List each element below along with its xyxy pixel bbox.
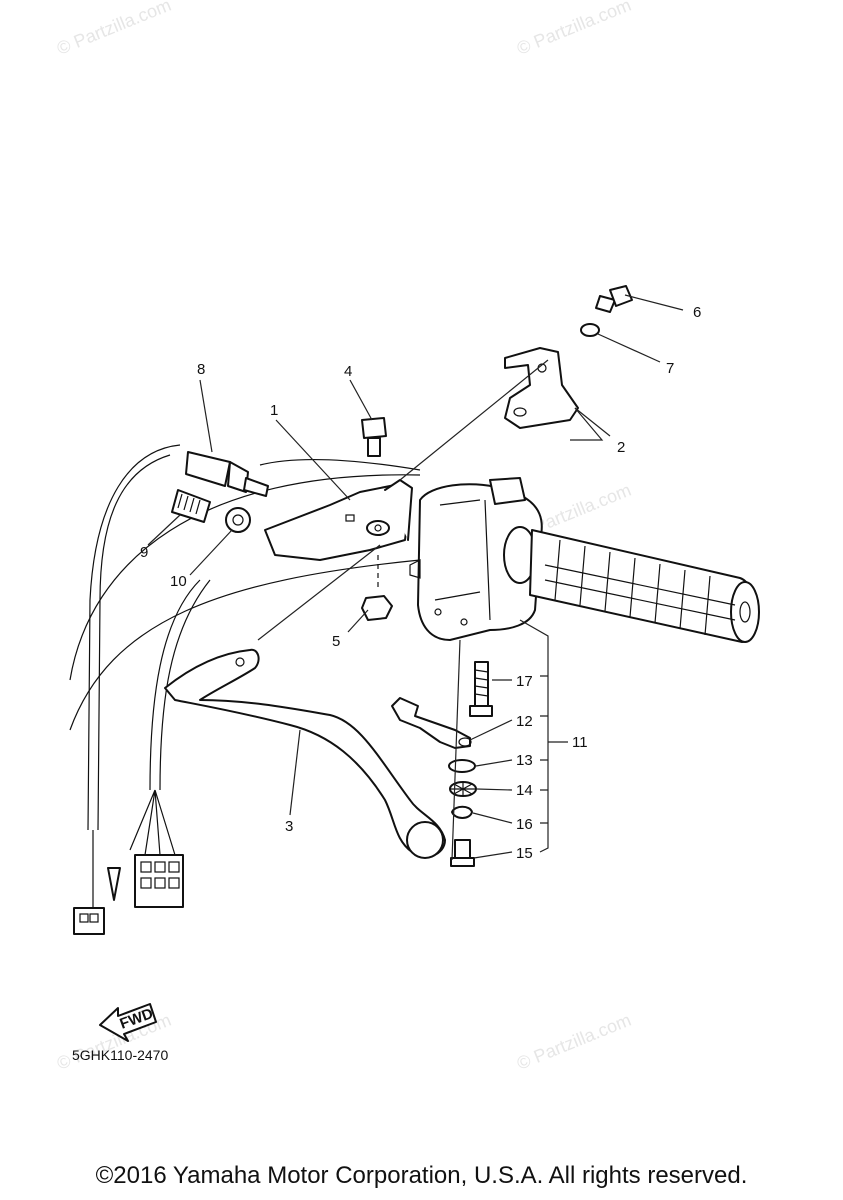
part-switch-housing xyxy=(409,477,543,641)
part-code: 5GHK110-2470 xyxy=(72,1047,169,1063)
callout-16: 16 xyxy=(516,816,533,833)
wiring-harness xyxy=(73,444,211,935)
part-lockwasher-14 xyxy=(449,781,477,797)
copyright-notice: ©2016 Yamaha Motor Corporation, U.S.A. A… xyxy=(95,1162,748,1189)
watermark: © Partzilla.com xyxy=(54,0,174,59)
watermark: © Partzilla.com xyxy=(514,1010,634,1074)
callout-11: 11 xyxy=(572,734,588,751)
part-lever-holder xyxy=(264,479,413,561)
part-washer-13 xyxy=(448,759,476,773)
fwd-arrow-icon: FWD xyxy=(99,1003,157,1042)
wire-terminal xyxy=(107,867,121,901)
connector-small xyxy=(73,907,105,935)
part-locknut xyxy=(225,507,251,533)
leader-lines xyxy=(147,294,684,861)
callout-2: 2 xyxy=(617,439,625,456)
part-switch-cable xyxy=(185,451,269,497)
callout-3: 3 xyxy=(285,818,293,835)
callout-13: 13 xyxy=(516,752,533,769)
part-bracket xyxy=(391,697,472,749)
connector-large xyxy=(134,854,184,908)
callout-9: 9 xyxy=(140,544,148,561)
part-clamp xyxy=(504,347,579,429)
part-screw-17 xyxy=(469,661,493,717)
callout-5: 5 xyxy=(332,633,340,650)
callout-1: 1 xyxy=(270,402,278,419)
watermark: © Partzilla.com xyxy=(514,0,634,59)
callout-12: 12 xyxy=(516,713,533,730)
part-clutch-lever xyxy=(164,648,446,859)
handlebar-outline xyxy=(69,458,421,731)
part-nut xyxy=(361,555,393,621)
part-pivot-bolt xyxy=(361,417,387,457)
part-adjuster xyxy=(171,489,211,523)
part-screw-6 xyxy=(595,285,633,313)
callout-4: 4 xyxy=(344,363,352,380)
callout-6: 6 xyxy=(693,304,701,321)
callout-8: 8 xyxy=(197,361,205,378)
part-washer-7 xyxy=(580,323,600,337)
callouts: 1 2 3 4 5 6 7 8 9 10 11 12 13 14 15 16 1… xyxy=(140,304,701,862)
part-screw-15 xyxy=(450,839,475,867)
callout-15: 15 xyxy=(516,845,533,862)
callout-10: 10 xyxy=(170,573,187,590)
callout-7: 7 xyxy=(666,360,674,377)
part-grip xyxy=(529,529,760,643)
callout-14: 14 xyxy=(516,782,533,799)
callout-17: 17 xyxy=(516,673,533,690)
part-washer-16 xyxy=(451,805,473,819)
